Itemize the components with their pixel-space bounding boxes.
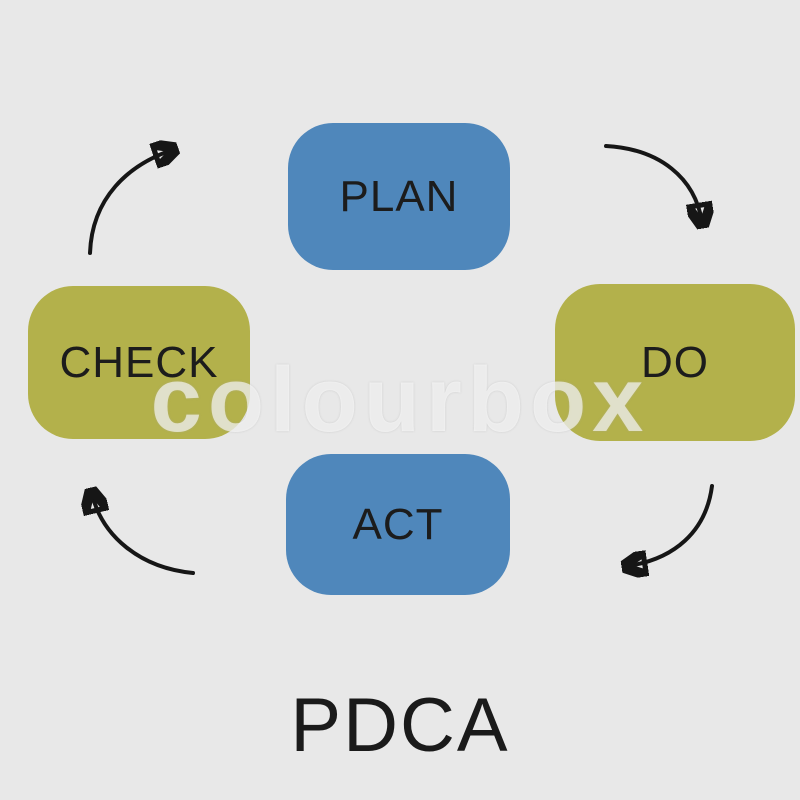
arrow-do-to-act [628,484,714,566]
node-plan: PLAN [288,123,510,270]
node-do: DO [555,284,795,441]
arrow-check-to-plan [88,150,172,255]
node-plan-label: PLAN [339,171,459,221]
arrow-act-to-check [92,494,195,575]
node-act: ACT [286,454,510,595]
node-act-label: ACT [352,499,444,549]
node-check: CHECK [28,286,250,439]
node-check-label: CHECK [59,337,219,387]
diagram-title: PDCA [290,683,510,768]
node-do-label: DO [641,337,709,387]
arrow-plan-to-do [604,144,702,222]
